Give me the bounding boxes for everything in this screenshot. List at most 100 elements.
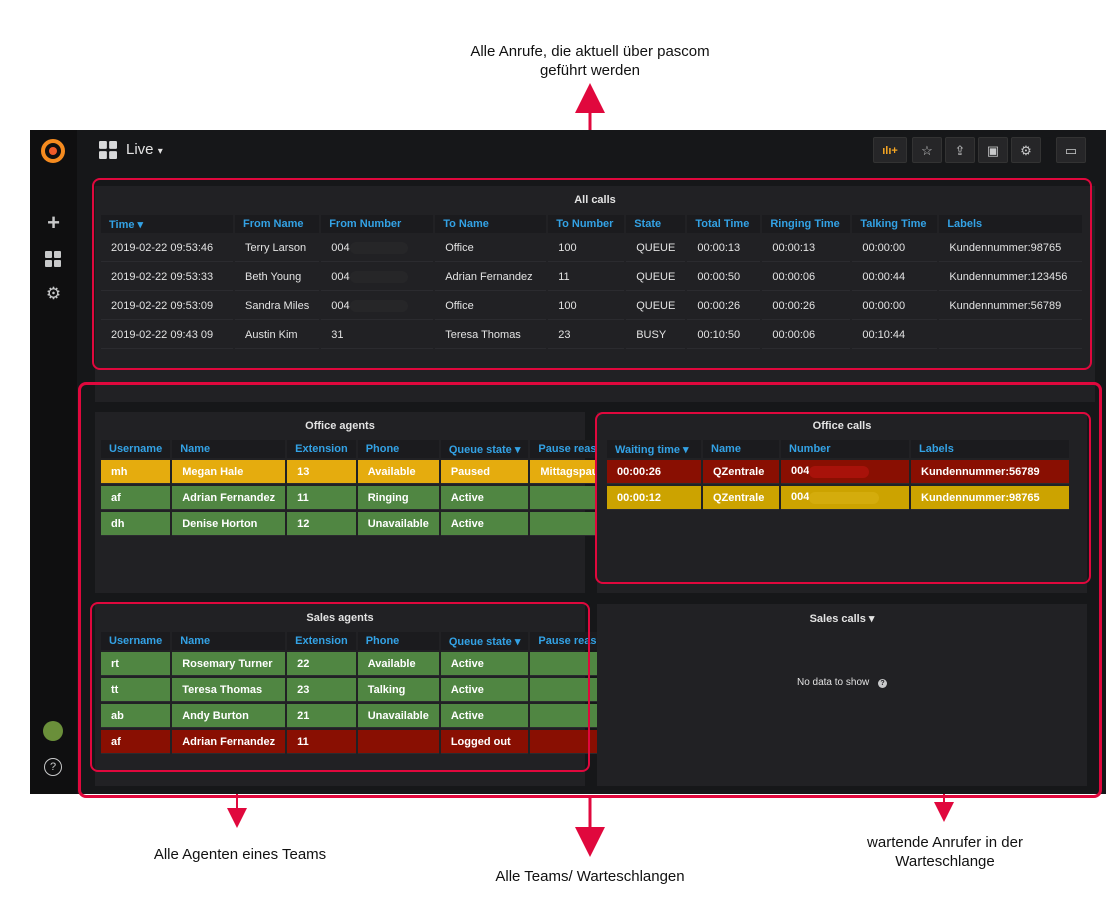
table-row[interactable]: af Adrian Fernandez 11 Logged out [101,730,618,754]
avatar[interactable] [43,721,63,741]
cell: 2019-02-22 09:53:09 [101,293,233,320]
cell: 004 [331,241,350,254]
annotation-bottom-right: wartende Anrufer in der Warteschlange [867,834,1023,870]
redaction-mask [809,491,880,504]
tv-mode-icon[interactable]: ▭ [1056,137,1086,163]
table-header-row: Waiting time ▾ Name Number Labels [607,440,1069,458]
office-calls-table: Waiting time ▾ Name Number Labels 00:00:… [605,438,1071,512]
column-header[interactable]: Name [172,440,286,458]
cell: Kundennummer:56789 [911,460,1069,484]
info-icon[interactable]: ? [878,679,888,688]
cell-masked: 004 [321,293,434,320]
column-header[interactable]: Extension [287,632,356,650]
save-icon[interactable]: ▣ [978,137,1008,163]
cell: 2019-02-22 09:53:46 [101,235,233,262]
share-icon[interactable]: ⇪ [945,137,975,163]
table-row[interactable]: 00:00:26 QZentrale 004 Kundennummer:5678… [607,460,1069,484]
panel-title: Sales agents [306,612,374,624]
redaction-mask [349,242,408,255]
table-row[interactable]: af Adrian Fernandez 11 Ringing Active [101,486,621,510]
dashboard-title-label: Live [126,141,154,158]
annotation-bottom-left: Alle Agenten eines Teams [153,846,327,863]
cell: Denise Horton [172,512,286,536]
cell: Active [440,486,529,510]
column-header[interactable]: Username [101,440,171,458]
table-row[interactable]: 2019-02-22 09:43 09 Austin Kim 31 Teresa… [101,322,1083,349]
cell: 2019-02-22 09:43 09 [101,322,233,349]
office-agents-panel: Office agents Username Name Extension Ph… [95,412,621,593]
column-header[interactable]: From Number [321,215,434,233]
star-icon[interactable]: ☆ [912,137,942,163]
plus-icon[interactable]: + [47,210,60,235]
column-header[interactable]: Time ▾ [101,215,233,233]
gear-icon[interactable]: ⚙ [45,284,62,303]
cell [357,730,439,754]
column-header[interactable]: Username [101,632,171,650]
cell: 13 [287,460,356,484]
settings-gear-icon[interactable]: ⚙ [1011,137,1041,163]
column-header[interactable]: Name [172,632,286,650]
column-header[interactable]: Labels [939,215,1083,233]
cell: Terry Larson [235,235,320,262]
column-header[interactable]: Extension [287,440,356,458]
redaction-mask [349,300,408,313]
column-header[interactable]: State [626,215,686,233]
column-header[interactable]: Queue state ▾ [440,440,529,458]
column-header[interactable]: Name [703,440,779,458]
cell: Ringing [357,486,439,510]
cell: Active [440,704,529,728]
table-row[interactable]: 2019-02-22 09:53:09 Sandra Miles 004 Off… [101,293,1083,320]
cell-masked: 004 [781,460,909,484]
column-header[interactable]: Ringing Time [762,215,851,233]
cell: mh [101,460,171,484]
dashboard-title[interactable]: Live ▾ [126,141,163,158]
cell: Active [440,652,529,676]
cell: 00:00:13 [687,235,761,262]
cell: 00:00:26 [762,293,851,320]
grafana-logo-icon[interactable] [40,138,66,164]
cell: 004 [331,299,350,312]
column-header[interactable]: Pause reason [530,632,618,650]
cell: QZentrale [703,486,779,510]
table-row[interactable]: 2019-02-22 09:53:46 Terry Larson 004 Off… [101,235,1083,262]
cell: Office [435,235,547,262]
column-header[interactable]: Queue state ▾ [440,632,529,650]
column-header[interactable]: Number [781,440,909,458]
cell-masked: 004 [321,264,434,291]
cell: Kundennummer:98765 [939,235,1083,262]
cell: Rosemary Turner [172,652,286,676]
column-header[interactable]: Waiting time ▾ [607,440,701,458]
column-header[interactable]: Labels [911,440,1069,458]
column-header[interactable]: To Number [548,215,625,233]
help-icon[interactable]: ? [44,758,62,776]
cell: Office [435,293,547,320]
cell: Megan Hale [172,460,286,484]
panel-title[interactable]: Sales calls ▾ [809,613,875,625]
column-header[interactable]: From Name [235,215,320,233]
dashboards-icon[interactable] [45,251,61,267]
highlight-sales-agents [90,602,590,772]
cell: 12 [287,512,356,536]
column-header[interactable]: Total Time [687,215,761,233]
table-row[interactable]: 00:00:12 QZentrale 004 Kundennummer:9876… [607,486,1069,510]
column-header[interactable]: Phone [357,440,439,458]
column-header[interactable]: Phone [357,632,439,650]
table-row[interactable]: rt Rosemary Turner 22 Available Active [101,652,618,676]
table-row[interactable]: dh Denise Horton 12 Unavailable Active [101,512,621,536]
all-calls-table: Time ▾ From Name From Number To Name To … [99,213,1084,351]
table-row[interactable]: mh Megan Hale 13 Available Paused Mittag… [101,460,621,484]
add-panel-button[interactable]: ılı+ [873,137,907,163]
cell: Active [440,678,529,702]
cell: Available [357,460,439,484]
table-row[interactable]: 2019-02-22 09:53:33 Beth Young 004 Adria… [101,264,1083,291]
redaction-mask [809,465,870,478]
cell: Talking [357,678,439,702]
cell: ab [101,704,171,728]
column-header[interactable]: To Name [435,215,547,233]
cell: 11 [548,264,625,291]
cell: 2019-02-22 09:53:33 [101,264,233,291]
cell: 00:00:44 [852,264,938,291]
column-header[interactable]: Talking Time [852,215,938,233]
cell: Beth Young [235,264,320,291]
cell: 004 [331,270,350,283]
